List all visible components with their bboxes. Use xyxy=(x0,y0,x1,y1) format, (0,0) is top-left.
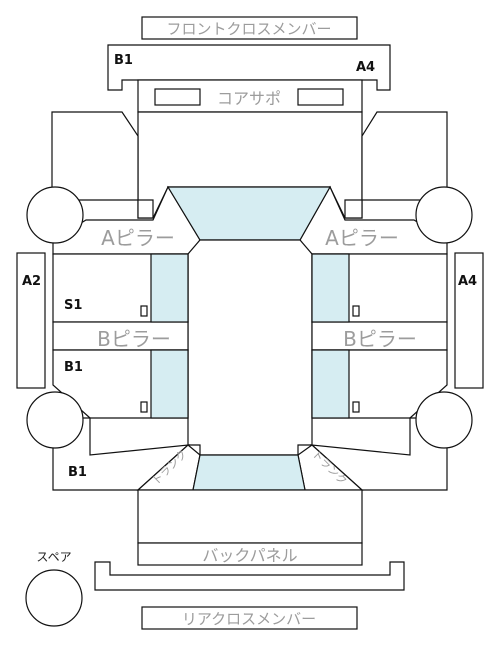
front-member-left-grade: B1 xyxy=(114,53,133,68)
spare-label: スペア xyxy=(36,550,71,564)
b-pillar-right-label: Bピラー xyxy=(343,327,417,351)
front-cross-member-box[interactable] xyxy=(141,16,358,40)
door-handle-front-right xyxy=(352,305,360,317)
door-handle-rear-left xyxy=(140,401,148,413)
rear-member-bracket[interactable] xyxy=(94,561,405,591)
b-pillar-left-label: Bピラー xyxy=(97,327,171,351)
wheel-front-right[interactable] xyxy=(415,186,473,244)
rear-cross-member-box[interactable] xyxy=(141,606,358,630)
side-left-grade: A2 xyxy=(22,274,41,289)
front-member-bracket[interactable] xyxy=(107,44,391,91)
rear-window-right[interactable] xyxy=(311,349,350,419)
wheel-front-left[interactable] xyxy=(26,186,84,244)
core-support-label: コアサポ xyxy=(217,89,281,108)
rear-window[interactable] xyxy=(192,454,306,491)
headlight-left xyxy=(154,88,201,106)
front-door-left-grade: S1 xyxy=(64,298,82,313)
front-window-left[interactable] xyxy=(150,253,189,323)
a-pillar-right-label: Aピラー xyxy=(325,226,399,250)
side-sill-right[interactable] xyxy=(454,252,484,389)
headlight-right xyxy=(297,88,344,106)
rear-window-left[interactable] xyxy=(150,349,189,419)
back-panel-label: バックパネル xyxy=(202,546,297,565)
b-pillar-left-panel[interactable] xyxy=(52,321,189,351)
wheel-rear-left[interactable] xyxy=(26,391,84,449)
trunk-lid[interactable] xyxy=(137,489,363,544)
a-pillar-left-label: Aピラー xyxy=(101,226,175,250)
door-handle-front-left xyxy=(140,305,148,317)
front-cross-member-label: フロントクロスメンバー xyxy=(166,20,331,38)
side-right-grade: A4 xyxy=(458,274,477,289)
front-window-right[interactable] xyxy=(311,253,350,323)
front-member-right-grade: A4 xyxy=(356,60,375,75)
door-handle-rear-right xyxy=(352,401,360,413)
rear-cross-member-label: リアクロスメンバー xyxy=(182,610,316,628)
back-panel-box[interactable] xyxy=(137,542,363,566)
side-sill-left[interactable] xyxy=(16,252,46,389)
rear-quarter-left-grade: B1 xyxy=(68,465,87,480)
wheel-rear-right[interactable] xyxy=(415,391,473,449)
roof-panel[interactable] xyxy=(187,239,313,456)
spare-tire[interactable] xyxy=(25,569,83,627)
rear-door-left-grade: B1 xyxy=(64,360,83,375)
